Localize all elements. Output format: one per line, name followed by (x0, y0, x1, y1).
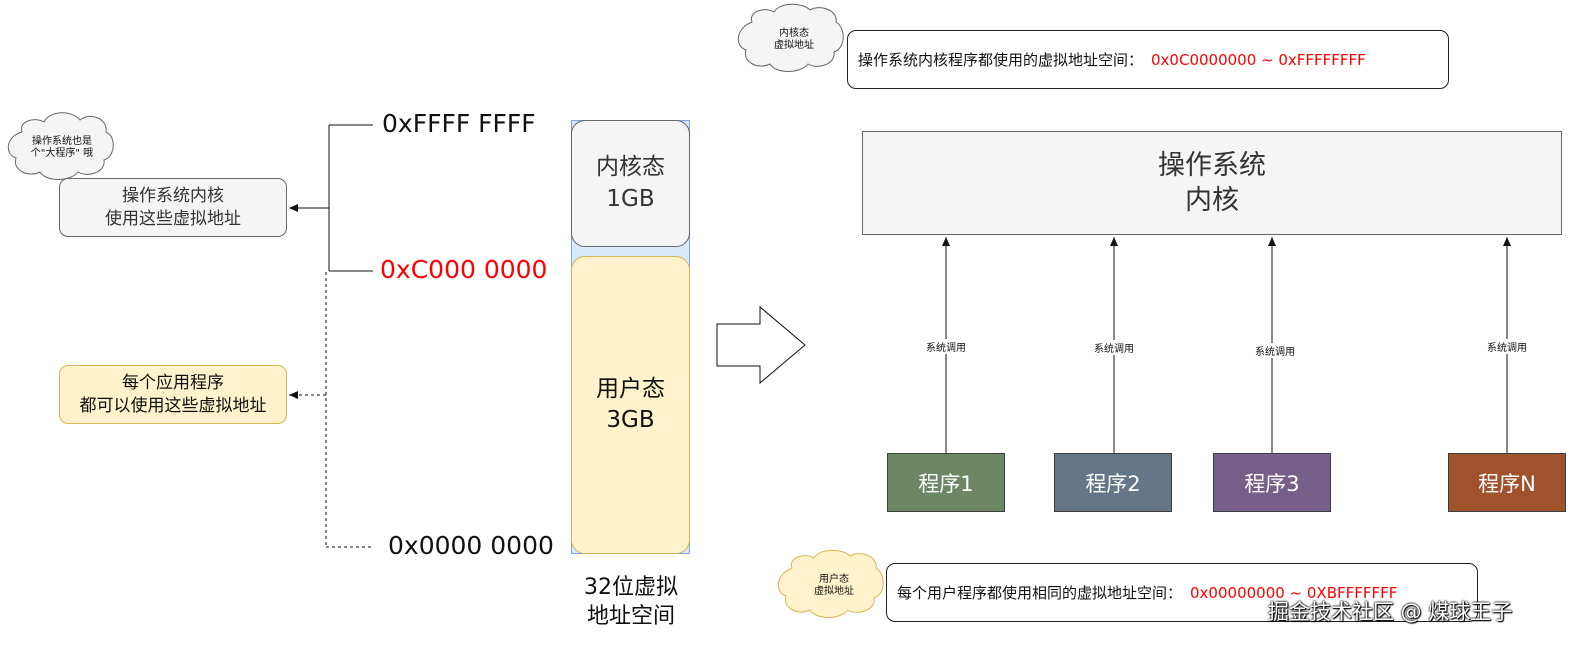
cloud-shape-user (777, 549, 884, 618)
transition-arrow (716, 305, 806, 385)
kernel-virtual-address-cloud: 内核态 虚拟地址 (774, 27, 814, 52)
kernel-usage-note: 操作系统内核 使用这些虚拟地址 (59, 178, 287, 237)
address-bottom: 0x0000 0000 (388, 531, 554, 560)
kernel-address-callout: 操作系统内核程序都使用的虚拟地址空间： 0x0C0000000 ~ 0xFFFF… (847, 30, 1449, 89)
kernel-callout-range: 0x0C0000000 ~ 0xFFFFFFFF (1151, 50, 1366, 69)
os-kernel-box: 操作系统 内核 (862, 131, 1562, 235)
cloud-shape-kernel (737, 3, 844, 72)
app-usage-note: 每个应用程序 都可以使用这些虚拟地址 (59, 365, 287, 424)
address-kernel-boundary: 0xC000 0000 (380, 255, 548, 284)
user-callout-range: 0x00000000 ~ 0XBFFFFFFF (1190, 583, 1398, 602)
user-address-callout: 每个用户程序都使用相同的虚拟地址空间： 0x00000000 ~ 0XBFFFF… (886, 563, 1478, 622)
kernel-callout-text: 操作系统内核程序都使用的虚拟地址空间： (858, 51, 1144, 69)
program-3-box: 程序3 (1213, 453, 1331, 512)
address-space-caption: 32位虚拟 地址空间 (584, 575, 678, 629)
user-virtual-address-cloud: 用户态 虚拟地址 (814, 573, 854, 598)
program-1-box: 程序1 (887, 453, 1005, 512)
address-top: 0xFFFF FFFF (382, 109, 536, 138)
cloud-shape-os-program (7, 112, 114, 180)
os-is-program-cloud: 操作系统也是 个"大程序" 哦 (30, 135, 94, 160)
program-n-box: 程序N (1448, 453, 1566, 512)
program-2-box: 程序2 (1054, 453, 1172, 512)
syscall-label-n: 系统调用 (1485, 339, 1529, 354)
watermark-text: 掘金技术社区 @ 煤球王子 (1268, 600, 1513, 624)
syscall-label-3: 系统调用 (1253, 343, 1297, 358)
user-space-block: 用户态 3GB (571, 256, 690, 554)
syscall-label-1: 系统调用 (924, 339, 968, 354)
syscall-label-2: 系统调用 (1092, 340, 1136, 355)
user-callout-text: 每个用户程序都使用相同的虚拟地址空间： (897, 584, 1183, 602)
kernel-space-block: 内核态 1GB (571, 120, 690, 247)
